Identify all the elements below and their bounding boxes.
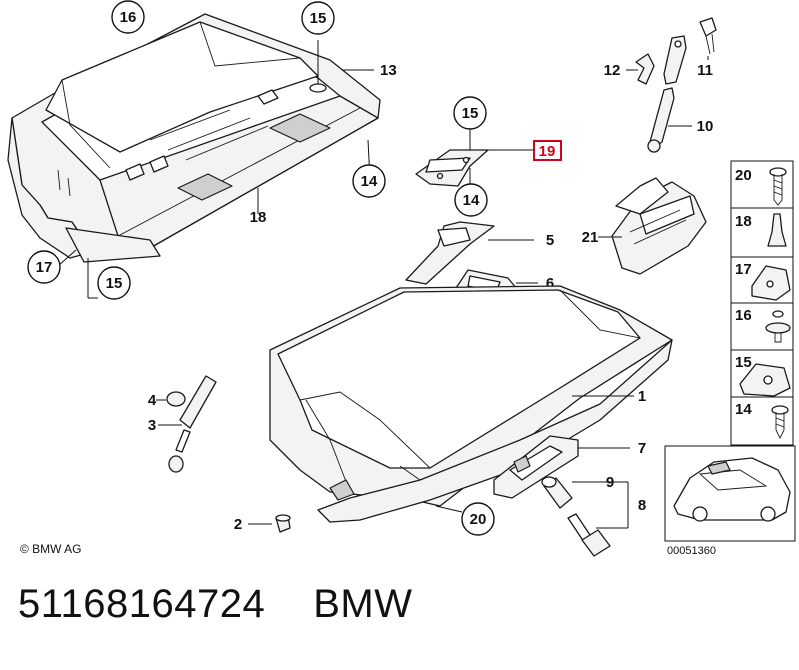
glovebox-housing-part [7,13,381,263]
svg-text:15: 15 [106,275,123,292]
callout-6: 6 [546,275,554,292]
legend-label-18: 18 [735,213,752,230]
svg-text:11: 11 [697,62,713,79]
svg-text:16: 16 [120,9,137,26]
svg-text:15: 15 [310,10,327,27]
svg-text:7: 7 [638,440,646,457]
svg-text:14: 14 [361,173,378,190]
legend-label-17: 17 [735,261,752,278]
svg-text:20: 20 [470,511,487,528]
svg-text:14: 14 [463,192,480,209]
legend-label-15: 15 [735,354,752,371]
callout-5: 5 [546,232,554,249]
callout-18-left: 18 [250,209,267,226]
callout-21: 21 [582,229,599,246]
vehicle-locator-inset [664,445,796,542]
glovebox-lid-part-1 [269,285,673,523]
svg-text:6: 6 [546,275,554,292]
callout-11: 11 [697,62,713,79]
bracket-part-19 [415,128,534,188]
svg-text:19: 19 [539,143,556,160]
callout-17-left: 17 [27,250,61,284]
svg-text:17: 17 [36,259,53,276]
callout-15-top: 15 [301,1,335,35]
svg-text:18: 18 [250,209,267,226]
part-title: 51168164724 BMW [18,582,413,627]
legend-label-14: 14 [735,401,752,418]
plug-part-2 [248,514,291,533]
callout-20-bottom: 20 [435,502,495,536]
svg-text:15: 15 [462,105,479,122]
link-rod-parts [626,17,717,153]
callout-1: 1 [638,388,646,405]
damper-part-3-4 [156,375,217,473]
callout-15-mid: 15 [453,96,487,130]
svg-text:3: 3 [148,417,156,434]
svg-text:10: 10 [697,118,714,135]
svg-text:2: 2 [234,516,242,533]
callout-2: 2 [234,516,242,533]
svg-text:21: 21 [582,229,599,246]
callout-4: 4 [148,392,157,409]
copyright-text: © BMW AG [20,542,82,556]
lock-cylinder-key-part-8-9 [541,476,629,557]
callout-7: 7 [638,440,646,457]
callout-15-left: 15 [97,266,131,300]
callout-12: 12 [604,62,621,79]
callout-14-left: 14 [352,164,386,198]
callout-9: 9 [606,474,614,491]
callout-3: 3 [148,417,156,434]
handle-part-7 [493,435,630,499]
part-number: 51168164724 [18,582,266,626]
callout-8: 8 [638,497,646,514]
callout-10: 10 [697,118,714,135]
svg-text:1: 1 [638,388,646,405]
image-code: 00051360 [667,545,716,557]
callout-13: 13 [380,62,397,79]
callout-14-mid: 14 [454,183,488,217]
svg-text:12: 12 [604,62,621,79]
svg-text:8: 8 [638,497,646,514]
lock-module-part-21 [598,177,707,275]
svg-text:5: 5 [546,232,554,249]
latch-bracket-part-5 [405,221,534,285]
svg-text:9: 9 [606,474,614,491]
small-parts-legend: 20 18 17 16 15 14 [730,160,794,446]
svg-text:4: 4 [148,392,157,409]
legend-label-16: 16 [735,307,752,324]
svg-text:13: 13 [380,62,397,79]
legend-label-20: 20 [735,167,752,184]
callout-16: 16 [111,0,145,34]
brand-name: BMW [313,582,413,626]
callout-19-highlighted: 19 [533,140,562,161]
